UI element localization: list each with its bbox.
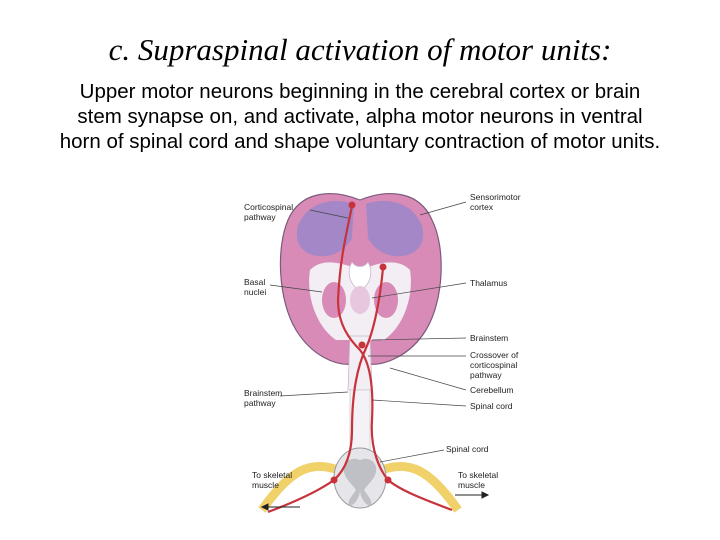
basal-nuclei-left [322, 282, 346, 318]
ventricle [348, 261, 372, 291]
label-thalamus: Thalamus [470, 278, 507, 288]
corticospinal-pathway-2 [333, 267, 385, 481]
body-line: Upper motor neurons beginning in the cer… [79, 80, 641, 103]
body-line: horn of spinal cord and shape voluntary … [59, 130, 661, 153]
cortex-left [296, 200, 354, 257]
body-line: stem synapse on, and activate, alpha mot… [77, 105, 643, 128]
dorsal-root-right [380, 461, 462, 513]
label-sensorimotor-cortex: Sensorimotor cortex [470, 192, 523, 212]
slide-title: c. Supraspinal activation of motor units… [108, 32, 612, 67]
muscle-arrows [260, 491, 490, 511]
cortex-right [366, 200, 424, 257]
leader-lines [269, 201, 467, 463]
neuron-somas [330, 201, 392, 484]
corticospinal-pathway [336, 205, 389, 481]
label-corticospinal-pathway: Corticospinal pathway [244, 202, 296, 222]
alpha-motor-neuron-soma [384, 476, 392, 484]
label-spinal-cord-lower: Spinal cord [446, 444, 489, 454]
label-brainstem: Brainstem [470, 333, 508, 343]
label-cerebellum: Cerebellum [470, 385, 513, 395]
label-skeletal-muscle-right: To skeletal muscle [458, 470, 501, 490]
dorsal-root-left [258, 461, 340, 513]
motor-pathways [267, 205, 453, 514]
label-spinal-cord: Spinal cord [470, 401, 513, 411]
label-crossover: Crossover of corticospinal pathway [470, 350, 521, 380]
brain-section [279, 193, 442, 391]
thalamus [350, 286, 370, 314]
alpha-motor-neuron-soma [330, 476, 338, 484]
slide-body: Upper motor neurons beginning in the cer… [4, 79, 716, 154]
motor-neuron-right [387, 479, 453, 512]
motor-neuron-left [267, 479, 335, 514]
brainstem-neuron-soma [358, 341, 366, 349]
upper-neuron-soma [379, 263, 387, 271]
gray-matter-butterfly [343, 458, 377, 506]
label-brainstem-pathway: Brainstem pathway [244, 388, 285, 408]
label-basal-nuclei: Basal nuclei [244, 277, 268, 297]
label-skeletal-muscle-left: To skeletal muscle [252, 470, 295, 490]
upper-neuron-soma [348, 201, 356, 209]
